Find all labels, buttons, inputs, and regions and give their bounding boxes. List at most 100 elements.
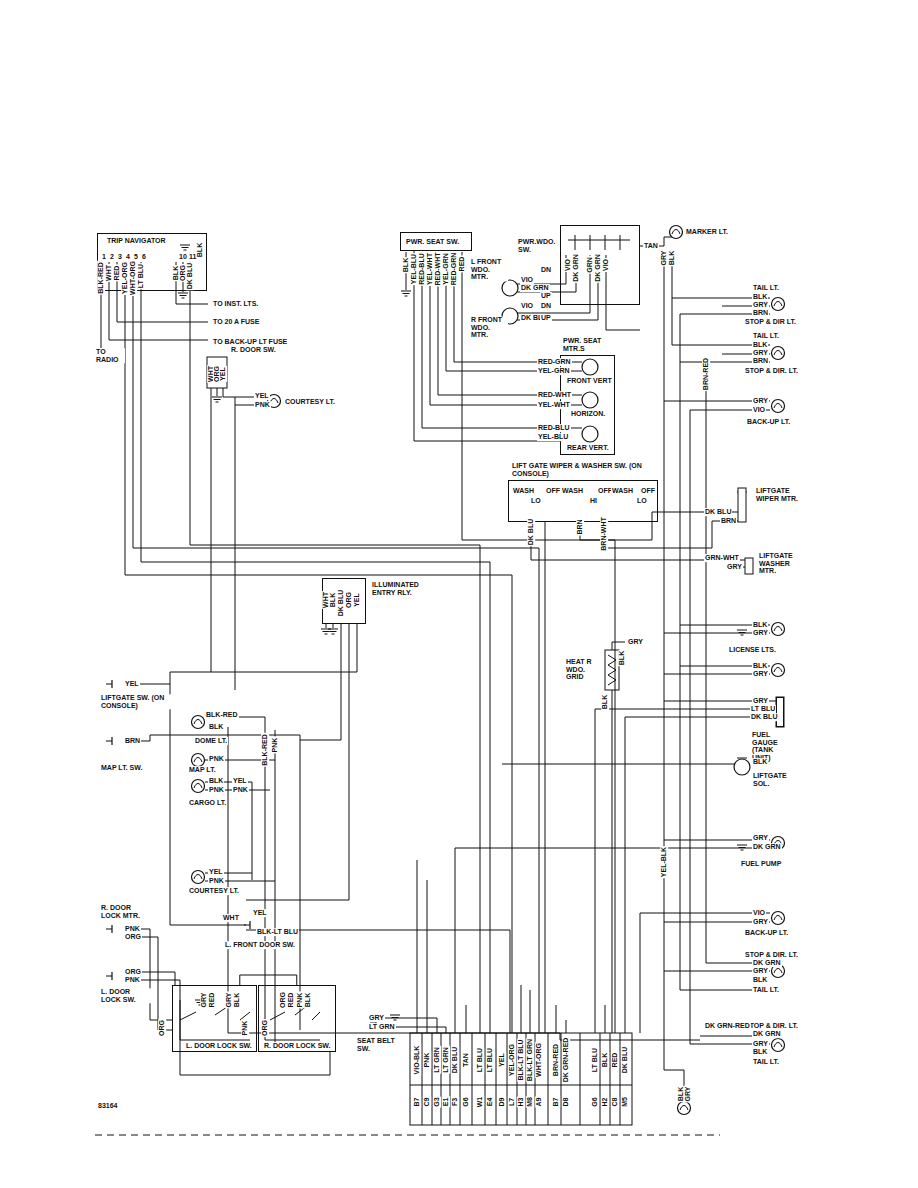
wiring-part <box>422 252 582 428</box>
wire-label: BLK <box>752 662 768 670</box>
wiring-part <box>205 717 265 1000</box>
wire-label: GRY <box>752 397 769 405</box>
component-name: PWR. SEAT MTR.S <box>562 337 614 352</box>
wire-label: WHT-ORG <box>129 260 137 296</box>
wiring-part <box>737 845 747 850</box>
wire-label: OFF <box>545 487 561 495</box>
wire-label: DK GRN <box>572 253 580 283</box>
wire-label: TO INST. LTS. <box>212 300 259 308</box>
wire-label: RED <box>208 992 216 1009</box>
wiring-part <box>207 357 227 388</box>
wiring-part <box>133 262 539 1033</box>
wire-label: GRY <box>752 834 769 842</box>
wiring-part <box>776 697 784 727</box>
wiring-part <box>106 925 112 933</box>
wire-label: BLK <box>752 341 768 349</box>
wire-label: CARGO LT. <box>188 799 227 807</box>
wiring-part <box>462 252 615 1033</box>
wire-label: PNK <box>208 786 225 794</box>
wire-label: YEL-WHT <box>537 401 571 409</box>
wire-label: VIO <box>752 406 766 414</box>
wire-label: WHT-ORG <box>535 1042 543 1078</box>
wire-label: BRN <box>720 517 737 525</box>
wire-label: ORG <box>158 1019 166 1037</box>
wire-label: GRY <box>368 1014 385 1022</box>
wiring-part <box>125 262 512 1033</box>
wire-label: LT BLU <box>137 263 145 289</box>
wire-label: L7 <box>508 1097 516 1107</box>
wire-label: L. DOOR LOCK SW. <box>100 988 152 1003</box>
wiring-part <box>178 293 188 298</box>
wiring-part <box>106 737 112 745</box>
wire-label: GRY <box>752 670 769 678</box>
wire-label: BRN <box>752 309 769 317</box>
wiring-part <box>772 664 785 677</box>
wire-label: R. DOOR LOCK MTR. <box>100 904 148 919</box>
wiring-part <box>706 380 770 963</box>
wire-label: YEL-ORG <box>508 1043 516 1077</box>
wire-label: LIFTGATE WASHER MTR. <box>758 552 806 575</box>
component-name: ILLUMINATED ENTRY RLY. <box>371 581 420 596</box>
wire-label: G6 <box>462 1096 470 1107</box>
wiring-part <box>275 730 276 1045</box>
wire-label: YEL-BLU <box>410 253 418 285</box>
wire-label: ORG <box>124 968 142 976</box>
wire-label: LT GRN <box>433 1046 441 1074</box>
wire-label: DOME LT. <box>194 737 228 745</box>
wiring-part <box>664 262 684 1102</box>
wire-label: STOP & DIR. LT. <box>744 951 799 959</box>
wiring-part <box>545 522 546 1033</box>
wire-label: RED-BLU <box>537 424 571 432</box>
wire-label: LIFTGATE SOL. <box>752 772 790 787</box>
wire-label: HORIZON. <box>570 410 606 418</box>
wire-label: BLK <box>618 650 626 666</box>
wire-label: BLK <box>304 992 312 1008</box>
wire-label: VIO <box>520 276 534 284</box>
wire-label: DK GRN-RED <box>562 1037 570 1084</box>
wiring-part <box>502 764 742 765</box>
wiring-part <box>772 912 785 925</box>
wire-label: TAN <box>462 1052 470 1068</box>
wiring-part <box>106 972 112 980</box>
wire-label: R. DOOR SW. <box>230 346 277 354</box>
wire-label: HEAT R WDO. GRID <box>565 658 603 681</box>
wiring-part <box>772 347 785 360</box>
component-name: TRIP NAVIGATOR <box>106 237 167 245</box>
wiring-part <box>516 255 598 320</box>
wire-label: LT GRN <box>442 1046 450 1074</box>
wire-label: PNK <box>232 786 249 794</box>
wire-label: BLK <box>668 250 676 266</box>
wiring-part <box>690 410 770 1044</box>
wire-label: VIO <box>564 258 572 272</box>
wire-label: STOP & DIR. LT. <box>744 367 799 375</box>
wire-label: R FRONT WDO. MTR. <box>470 316 508 339</box>
wire-label: TAIL LT. <box>752 1058 780 1066</box>
wiring-part <box>722 306 770 354</box>
wire-label: YEL-BLU <box>537 433 569 441</box>
wire-label: BLK-LT BLU <box>517 1038 525 1081</box>
wire-label: YEL <box>124 680 140 688</box>
wire-label: 2 <box>109 253 115 261</box>
wire-label: B7 <box>413 1097 421 1108</box>
wire-label: DK GRN <box>752 1030 782 1038</box>
wiring-part <box>605 650 619 690</box>
wire-label: H3 <box>517 1097 525 1108</box>
wire-label: A9 <box>535 1097 543 1108</box>
wire-label: GRY <box>684 1086 692 1103</box>
wire-label: TAN <box>643 242 659 250</box>
wire-label: BLK-LT GRN <box>526 1038 534 1082</box>
wire-label: PNK <box>254 401 271 409</box>
wire-label: BLK <box>752 758 768 766</box>
wire-label: OFF <box>640 487 656 495</box>
wire-label: GRY <box>752 301 769 309</box>
wiring-part <box>212 397 222 402</box>
wire-label: 6 <box>141 253 147 261</box>
wire-label: LIFTGATE WIPER MTR. <box>755 487 803 502</box>
wiring-part <box>192 754 205 767</box>
wire-label: BLK-RED <box>261 733 269 767</box>
wiring-part <box>582 426 598 442</box>
wire-label: DN <box>540 266 552 274</box>
wiring-part <box>582 392 598 408</box>
wire-label: RED-WHT <box>434 251 442 286</box>
wire-label: YEL <box>353 592 361 608</box>
